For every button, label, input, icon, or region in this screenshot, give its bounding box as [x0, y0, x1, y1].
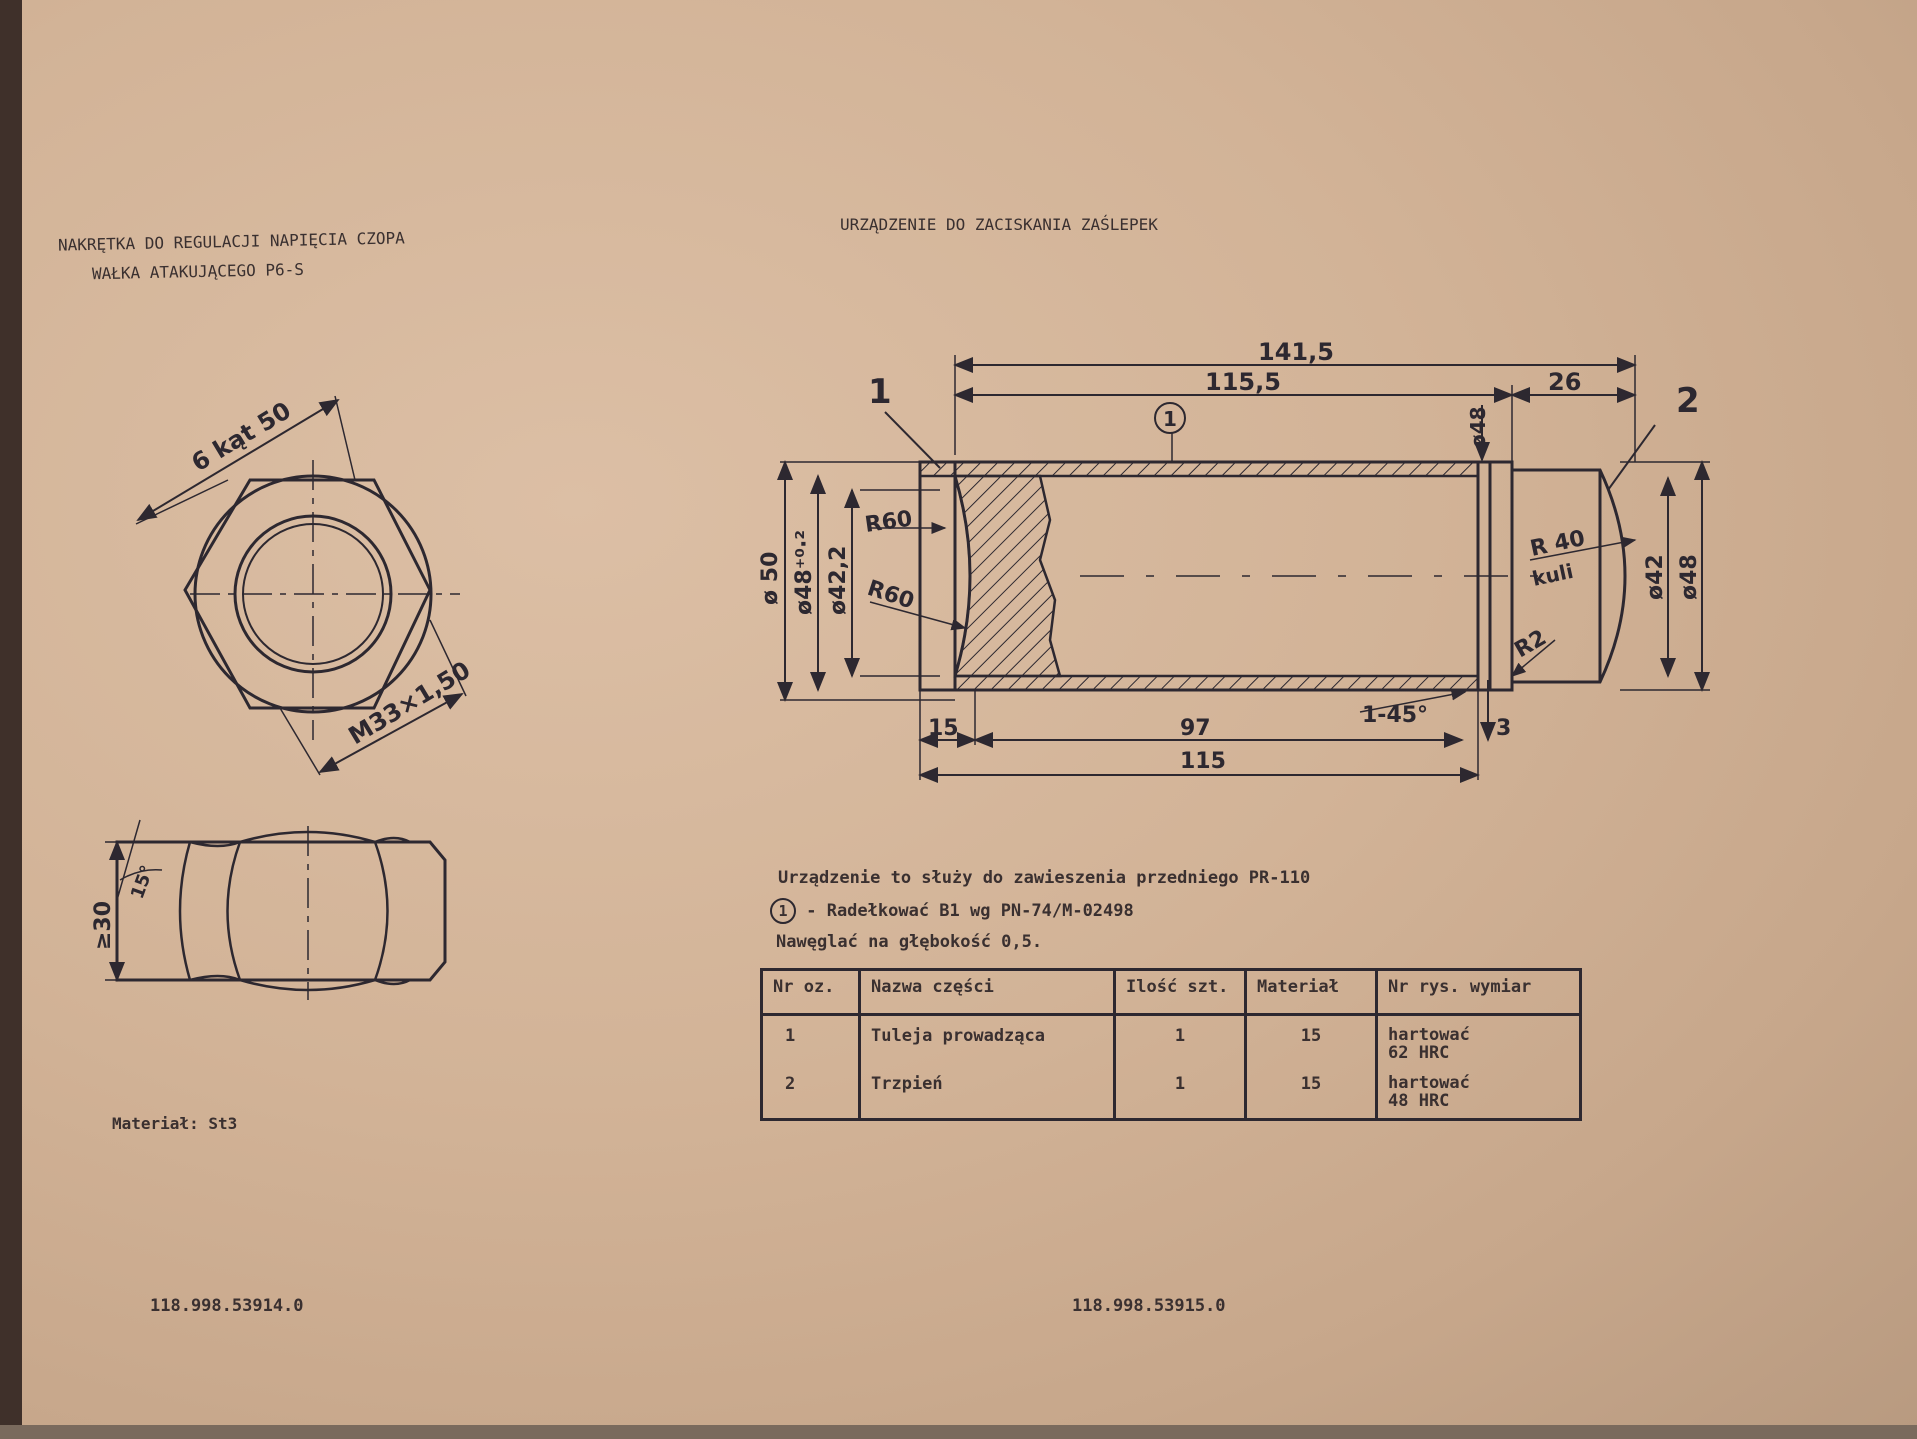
remark-line1: hartować	[1388, 1073, 1470, 1093]
callout-part2: 2	[1676, 381, 1700, 421]
note-line2-text: - Radełkować B1 wg PN-74/M-02498	[796, 901, 1134, 921]
cell-nr: 2	[760, 1068, 861, 1121]
dim-d48-right: ø48	[1677, 554, 1702, 600]
cell-remark: hartować 48 HRC	[1375, 1068, 1582, 1121]
col-header-material: Materiał	[1244, 968, 1378, 1016]
note-line1: Urządzenie to służy do zawieszenia przed…	[778, 868, 1311, 888]
page-edge	[0, 1425, 1917, 1439]
parts-list-table: Nr oz. Nazwa części Ilość szt. Materiał …	[760, 968, 1582, 1121]
right-drawing-number: 118.998.53915.0	[1072, 1296, 1226, 1316]
dim-overall: 141,5	[1258, 338, 1334, 366]
device-assembly	[777, 355, 1710, 783]
table-row: 2 Trzpień 1 15 hartować 48 HRC	[760, 1068, 1582, 1121]
col-header-qty: Ilość szt.	[1113, 968, 1247, 1016]
dim-b15: 15	[928, 716, 959, 741]
dim-b97: 97	[1180, 716, 1211, 741]
dim-left-length: 115,5	[1205, 368, 1281, 396]
dim-b115: 115	[1180, 749, 1226, 774]
dim-d50: ø 50	[758, 552, 783, 605]
remark-line2: 48 HRC	[1388, 1091, 1450, 1111]
dim-d48-tol: ø48⁺⁰·²	[792, 530, 817, 615]
binding-edge	[0, 0, 22, 1439]
balloon-note-1: 1	[1163, 407, 1177, 431]
cell-material: 15	[1244, 1068, 1378, 1121]
nut-side-view	[105, 819, 447, 1000]
dim-hex: 6 kąt 50	[187, 396, 296, 477]
cell-nr: 1	[760, 1014, 861, 1068]
cell-name: Tuleja prowadząca	[858, 1014, 1116, 1068]
col-header-remark: Nr rys. wymiar	[1375, 968, 1582, 1016]
cell-qty: 1	[1113, 1068, 1247, 1121]
remark-line2: 62 HRC	[1388, 1043, 1450, 1063]
col-header-name: Nazwa części	[858, 968, 1116, 1016]
dim-d42: ø42	[1643, 554, 1668, 600]
dim-height: ≥30	[91, 901, 116, 950]
dim-r2: R2	[1511, 625, 1551, 663]
dim-d42-2: ø42,2	[826, 546, 851, 615]
dim-small-dia: ø48	[1466, 406, 1490, 448]
note-line2: 1 - Radełkować B1 wg PN-74/M-02498	[770, 898, 1134, 924]
dim-thread: M33×1,50	[344, 656, 476, 750]
dim-chamfer: 1-45°	[1362, 703, 1428, 728]
callout-part1: 1	[868, 372, 892, 412]
cell-qty: 1	[1113, 1014, 1247, 1068]
cell-name: Trzpień	[858, 1068, 1116, 1121]
left-drawing-number: 118.998.53914.0	[150, 1296, 304, 1316]
dim-r60-top: R60	[863, 507, 914, 538]
cell-remark: hartować 62 HRC	[1375, 1014, 1582, 1068]
dim-chamfer-angle: 15°	[127, 863, 158, 902]
nut-top-view	[135, 395, 467, 776]
dim-r40: R 40	[1528, 526, 1587, 562]
table-header-row: Nr oz. Nazwa części Ilość szt. Materiał …	[760, 968, 1582, 1016]
dim-right-length: 26	[1548, 368, 1581, 396]
dim-r40-kuli: kuli	[1530, 559, 1575, 591]
left-material: Materiał: St3	[112, 1114, 238, 1133]
table-row: 1 Tuleja prowadząca 1 15 hartować 62 HRC	[760, 1014, 1582, 1068]
cell-material: 15	[1244, 1014, 1378, 1068]
note-line3: Nawęglać na głębokość 0,5.	[776, 932, 1043, 952]
dim-r60-bottom: R60	[864, 576, 917, 614]
col-header-nr: Nr oz.	[760, 968, 861, 1016]
dim-b3: 3	[1496, 716, 1511, 741]
remark-line1: hartować	[1388, 1025, 1470, 1045]
right-title: URZĄDZENIE DO ZACISKANIA ZAŚLEPEK	[840, 215, 1158, 234]
note-marker: 1	[770, 898, 796, 924]
